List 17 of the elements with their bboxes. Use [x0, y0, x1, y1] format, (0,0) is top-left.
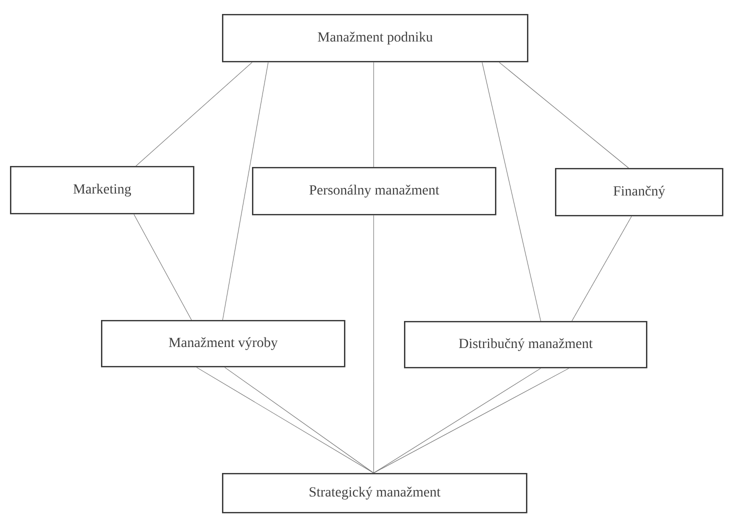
- connector-line: [373, 215, 374, 474]
- box: Strategický manažment: [222, 473, 528, 514]
- connector-line: [136, 62, 252, 166]
- connector-line: [196, 367, 374, 474]
- connector-line: [482, 62, 541, 322]
- connector-line: [222, 62, 268, 320]
- box: Manažment výroby: [101, 320, 346, 368]
- connector-line: [498, 62, 629, 168]
- connector-line: [134, 214, 192, 320]
- connector-line: [224, 367, 374, 474]
- box: Finančný: [555, 168, 724, 216]
- connector-line: [373, 62, 374, 168]
- box: Distribučný manažment: [404, 321, 648, 368]
- box: Marketing: [10, 166, 194, 214]
- box: Personálny manažment: [252, 167, 496, 216]
- box: Manažment podniku: [222, 14, 528, 62]
- connector-line: [572, 216, 632, 322]
